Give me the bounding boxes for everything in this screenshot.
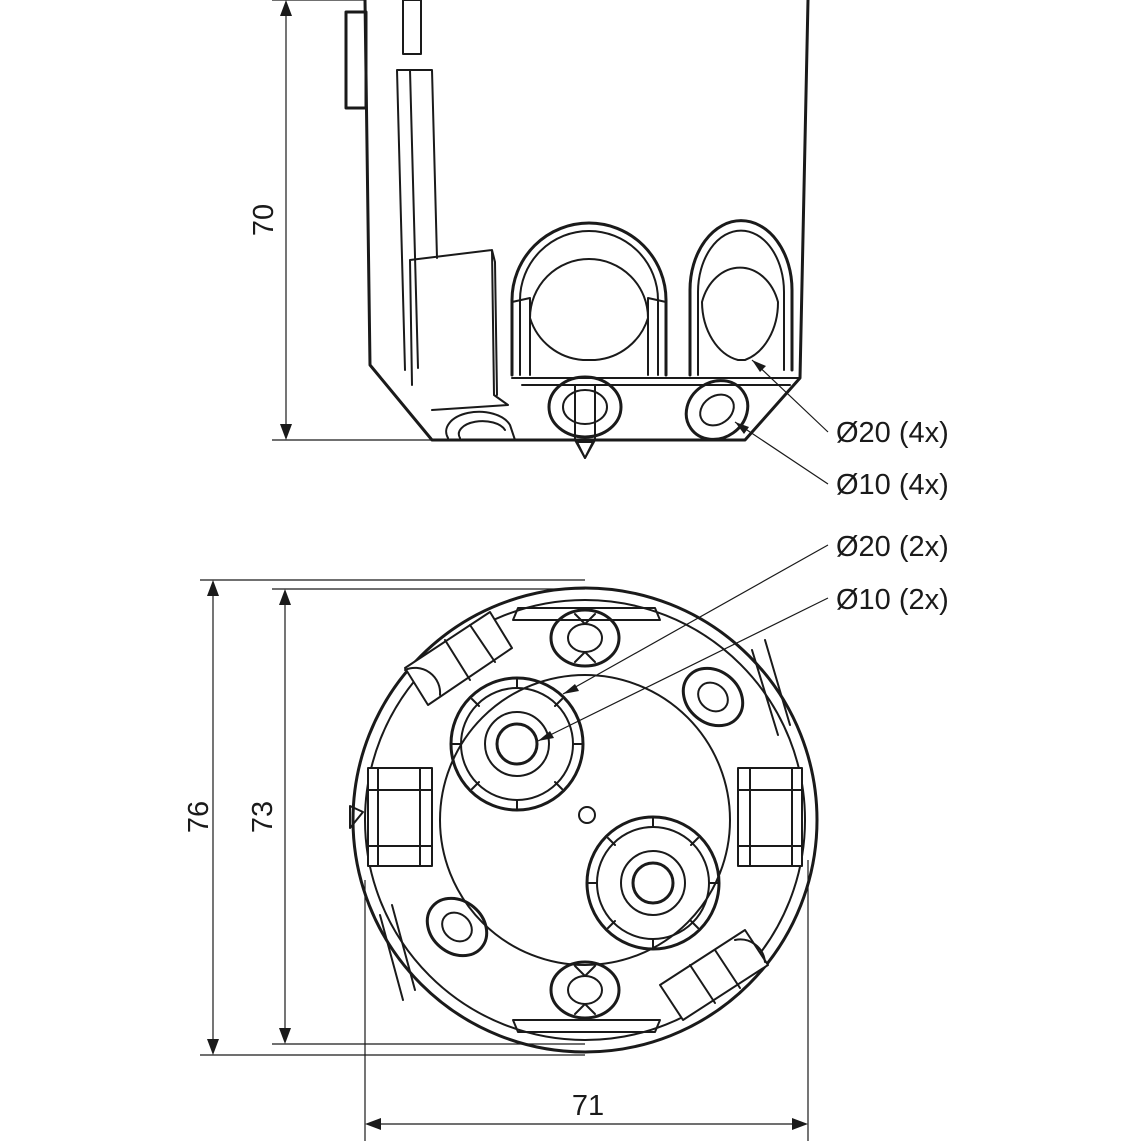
side-vertical-rib (396, 69, 438, 371)
side-large-hole-1-web (511, 258, 667, 376)
inner-diameter-label: 73 (247, 801, 279, 833)
bottom-view (349, 586, 819, 1054)
side-large-hole-2-inner (697, 229, 785, 376)
bottom-clip-bottom-right (659, 929, 769, 1021)
callout-side-small-text: Ø10 (4x) (836, 469, 949, 501)
bottom-center-pin (578, 806, 596, 824)
bottom-small-hole-top (549, 608, 621, 668)
callout-bottom-large: Ø20 (2x) (562, 531, 949, 695)
bottom-knockout-2 (585, 815, 721, 951)
side-bottom-band (511, 377, 801, 386)
side-body-outline (363, 0, 810, 442)
callout-side-small: Ø10 (4x) (734, 421, 949, 501)
height-label: 70 (248, 204, 280, 236)
callout-bottom-large-text: Ø20 (2x) (836, 531, 949, 563)
width-label: 71 (572, 1090, 604, 1122)
side-bottom-left-opening (445, 410, 516, 441)
bottom-knockout-1 (449, 676, 585, 812)
dimension-height: 70 (248, 0, 432, 441)
bottom-left-tab (349, 767, 433, 867)
dimension-inner-diameter: 73 (247, 588, 585, 1045)
side-bottom-pin (576, 441, 594, 459)
bottom-right-tab (737, 767, 803, 867)
side-large-hole-1 (510, 221, 668, 377)
callout-bottom-small: Ø10 (2x) (537, 584, 949, 742)
side-large-hole-1-inner (519, 230, 659, 376)
side-small-hole-2 (684, 379, 750, 441)
bottom-rim-slots (379, 607, 791, 1033)
bottom-small-hole-top-right (681, 666, 745, 728)
side-clip (409, 249, 509, 411)
side-top-slot (402, 0, 422, 55)
bottom-floor (439, 674, 731, 966)
callout-side-large-text: Ø20 (4x) (836, 417, 949, 449)
side-view (344, 0, 810, 459)
dimension-outer-diameter: 76 (183, 579, 585, 1056)
bottom-small-hole-bottom-left (425, 896, 489, 958)
outer-diameter-label: 76 (183, 801, 215, 833)
side-left-tab (344, 10, 368, 110)
side-large-hole-2 (688, 219, 794, 377)
dimension-width: 71 (364, 860, 809, 1141)
bottom-clip-top-left (404, 611, 513, 706)
bottom-outer-rim (351, 586, 819, 1054)
side-small-hole-1 (547, 375, 623, 459)
callout-side-large: Ø20 (4x) (751, 359, 949, 449)
bottom-inner-rim (364, 599, 806, 1041)
bottom-small-hole-bottom (549, 960, 621, 1020)
callout-bottom-small-text: Ø10 (2x) (836, 584, 949, 616)
